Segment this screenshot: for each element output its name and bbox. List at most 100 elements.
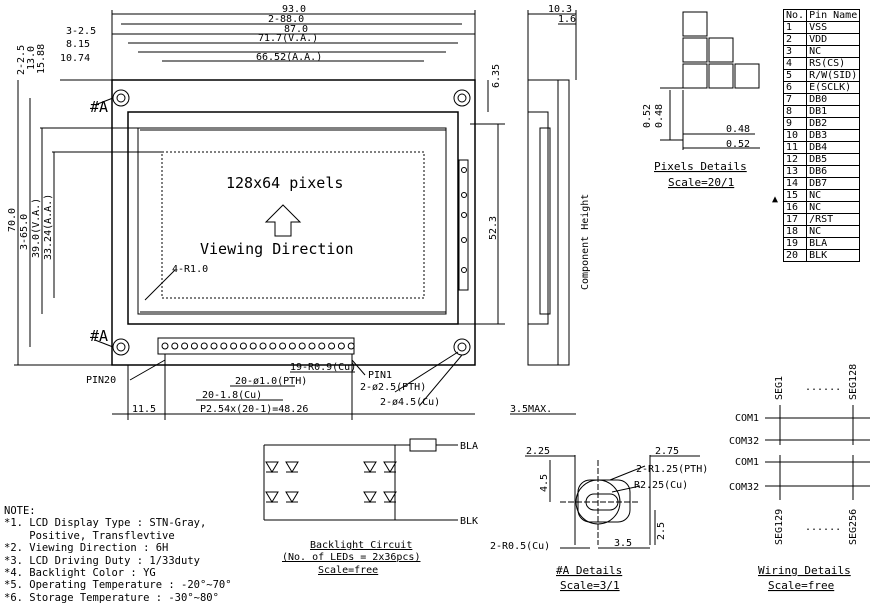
pin-table-header-no: No. bbox=[782, 9, 808, 22]
pin-row: 17/RST bbox=[782, 213, 861, 226]
dim-aa-width: 66.52(A.A.) bbox=[256, 52, 322, 63]
note-1: *1. LCD Display Type : STN-Gray, bbox=[4, 517, 207, 530]
mount-hole-tl bbox=[112, 89, 130, 107]
led-symbol bbox=[383, 491, 397, 503]
blk-label: BLK bbox=[460, 516, 478, 527]
backlight-subtitle: (No. of LEDs = 2x36pcs) bbox=[282, 552, 420, 563]
pin-name: DB2 bbox=[806, 117, 861, 130]
header-pin bbox=[308, 342, 316, 350]
pin-number: 13 bbox=[782, 165, 808, 178]
detail-a-left: 2.25 bbox=[526, 446, 550, 457]
notes-title: NOTE: bbox=[4, 505, 36, 517]
pin-number: 4 bbox=[782, 57, 808, 70]
note-5: *5. Operating Temperature : -20°~70° bbox=[4, 579, 232, 592]
pin-table-marker: ▲ bbox=[772, 194, 778, 205]
pixel-cell bbox=[682, 11, 708, 37]
header-pin bbox=[220, 342, 228, 350]
pin-name: DB4 bbox=[806, 141, 861, 154]
pin-name: DB7 bbox=[806, 177, 861, 190]
dim-hole-pitch: 2-88.0 bbox=[268, 14, 304, 25]
header-pin bbox=[190, 342, 198, 350]
note-3: *3. LCD Driving Duty : 1/33duty bbox=[4, 554, 200, 567]
pin-number: 3 bbox=[782, 45, 808, 58]
com32-b: COM32 bbox=[729, 482, 759, 493]
dim-total-width: 93.0 bbox=[282, 4, 306, 15]
mount-pth-note: 2-ø2.5(PTH) bbox=[360, 382, 426, 393]
mark-a-top: #A bbox=[90, 98, 108, 116]
pixel-dim-3: 0.48 bbox=[726, 124, 750, 135]
pin20-label: PIN20 bbox=[86, 375, 116, 386]
pin-number: 17 bbox=[782, 213, 808, 226]
pixel-dim-2: 0.48 bbox=[654, 104, 665, 128]
seg128-label: SEG128 bbox=[848, 364, 859, 400]
pixels-scale: Scale=20/1 bbox=[668, 176, 734, 189]
detail-a-right: 2.75 bbox=[655, 446, 679, 457]
bezel-outline bbox=[127, 111, 459, 325]
mount-hole-bl bbox=[112, 338, 130, 356]
dim-va-height: 39.0(V.A.) bbox=[31, 198, 42, 258]
led-symbol bbox=[285, 491, 299, 503]
backlight-title: Backlight Circuit bbox=[310, 540, 412, 551]
pin-name: DB1 bbox=[806, 105, 861, 118]
dim-6-35: 6.35 bbox=[491, 64, 502, 88]
wiring-dots-top: ...... bbox=[805, 382, 841, 393]
side-max: 3.5MAX. bbox=[510, 404, 552, 415]
side-pcb: 1.6 bbox=[558, 14, 576, 25]
dim-hole-height: 3-65.0 bbox=[19, 214, 30, 250]
dim-52-3: 52.3 bbox=[488, 216, 499, 240]
dim-3-2-5: 3-2.5 bbox=[66, 26, 96, 37]
detail-a-scale: Scale=3/1 bbox=[560, 579, 620, 592]
header-pin bbox=[269, 342, 277, 350]
pin-number: 11 bbox=[782, 141, 808, 154]
com32-a: COM32 bbox=[729, 436, 759, 447]
header-pin bbox=[288, 342, 296, 350]
pin-number: 1 bbox=[782, 21, 808, 34]
pin-name: DB0 bbox=[806, 93, 861, 106]
pin-name: /RST bbox=[806, 213, 861, 226]
header-pin bbox=[171, 342, 179, 350]
pin1-label: PIN1 bbox=[368, 370, 392, 381]
pin-number: 10 bbox=[782, 129, 808, 142]
bla-label: BLA bbox=[460, 441, 478, 452]
pad-note: 19-R0.9(Cu) bbox=[290, 362, 356, 373]
pin-number: 12 bbox=[782, 153, 808, 166]
backlight-scale: Scale=free bbox=[318, 565, 378, 576]
pin-name: DB5 bbox=[806, 153, 861, 166]
note-1b: Positive, Transflevtive bbox=[4, 529, 175, 542]
detail-a-w: 3.5 bbox=[614, 538, 632, 549]
mark-a-bottom: #A bbox=[90, 327, 108, 345]
detail-a-height: 4.5 bbox=[539, 474, 550, 492]
pin-number: 20 bbox=[782, 249, 808, 262]
pin-name: DB6 bbox=[806, 165, 861, 178]
seg256-label: SEG256 bbox=[848, 509, 859, 545]
wiring-dots-bottom: ...... bbox=[805, 522, 841, 533]
viewing-area bbox=[137, 127, 447, 315]
pin-name: BLA bbox=[806, 237, 861, 250]
pin-number: 8 bbox=[782, 105, 808, 118]
pin-name: VSS bbox=[806, 21, 861, 34]
pin-number: 5 bbox=[782, 69, 808, 82]
pin-name: NC bbox=[806, 225, 861, 238]
dim-pcb-width: 87.0 bbox=[284, 24, 308, 35]
pin-number: 6 bbox=[782, 81, 808, 94]
header-pin bbox=[279, 342, 287, 350]
header-pin bbox=[298, 342, 306, 350]
header-pin bbox=[210, 342, 218, 350]
pixel-dim-1: 0.52 bbox=[642, 104, 653, 128]
detail-a-pth: 2-R1.25(PTH) bbox=[636, 464, 708, 475]
pin-number: 7 bbox=[782, 93, 808, 106]
led-symbol bbox=[265, 491, 279, 503]
pin-number: 18 bbox=[782, 225, 808, 238]
